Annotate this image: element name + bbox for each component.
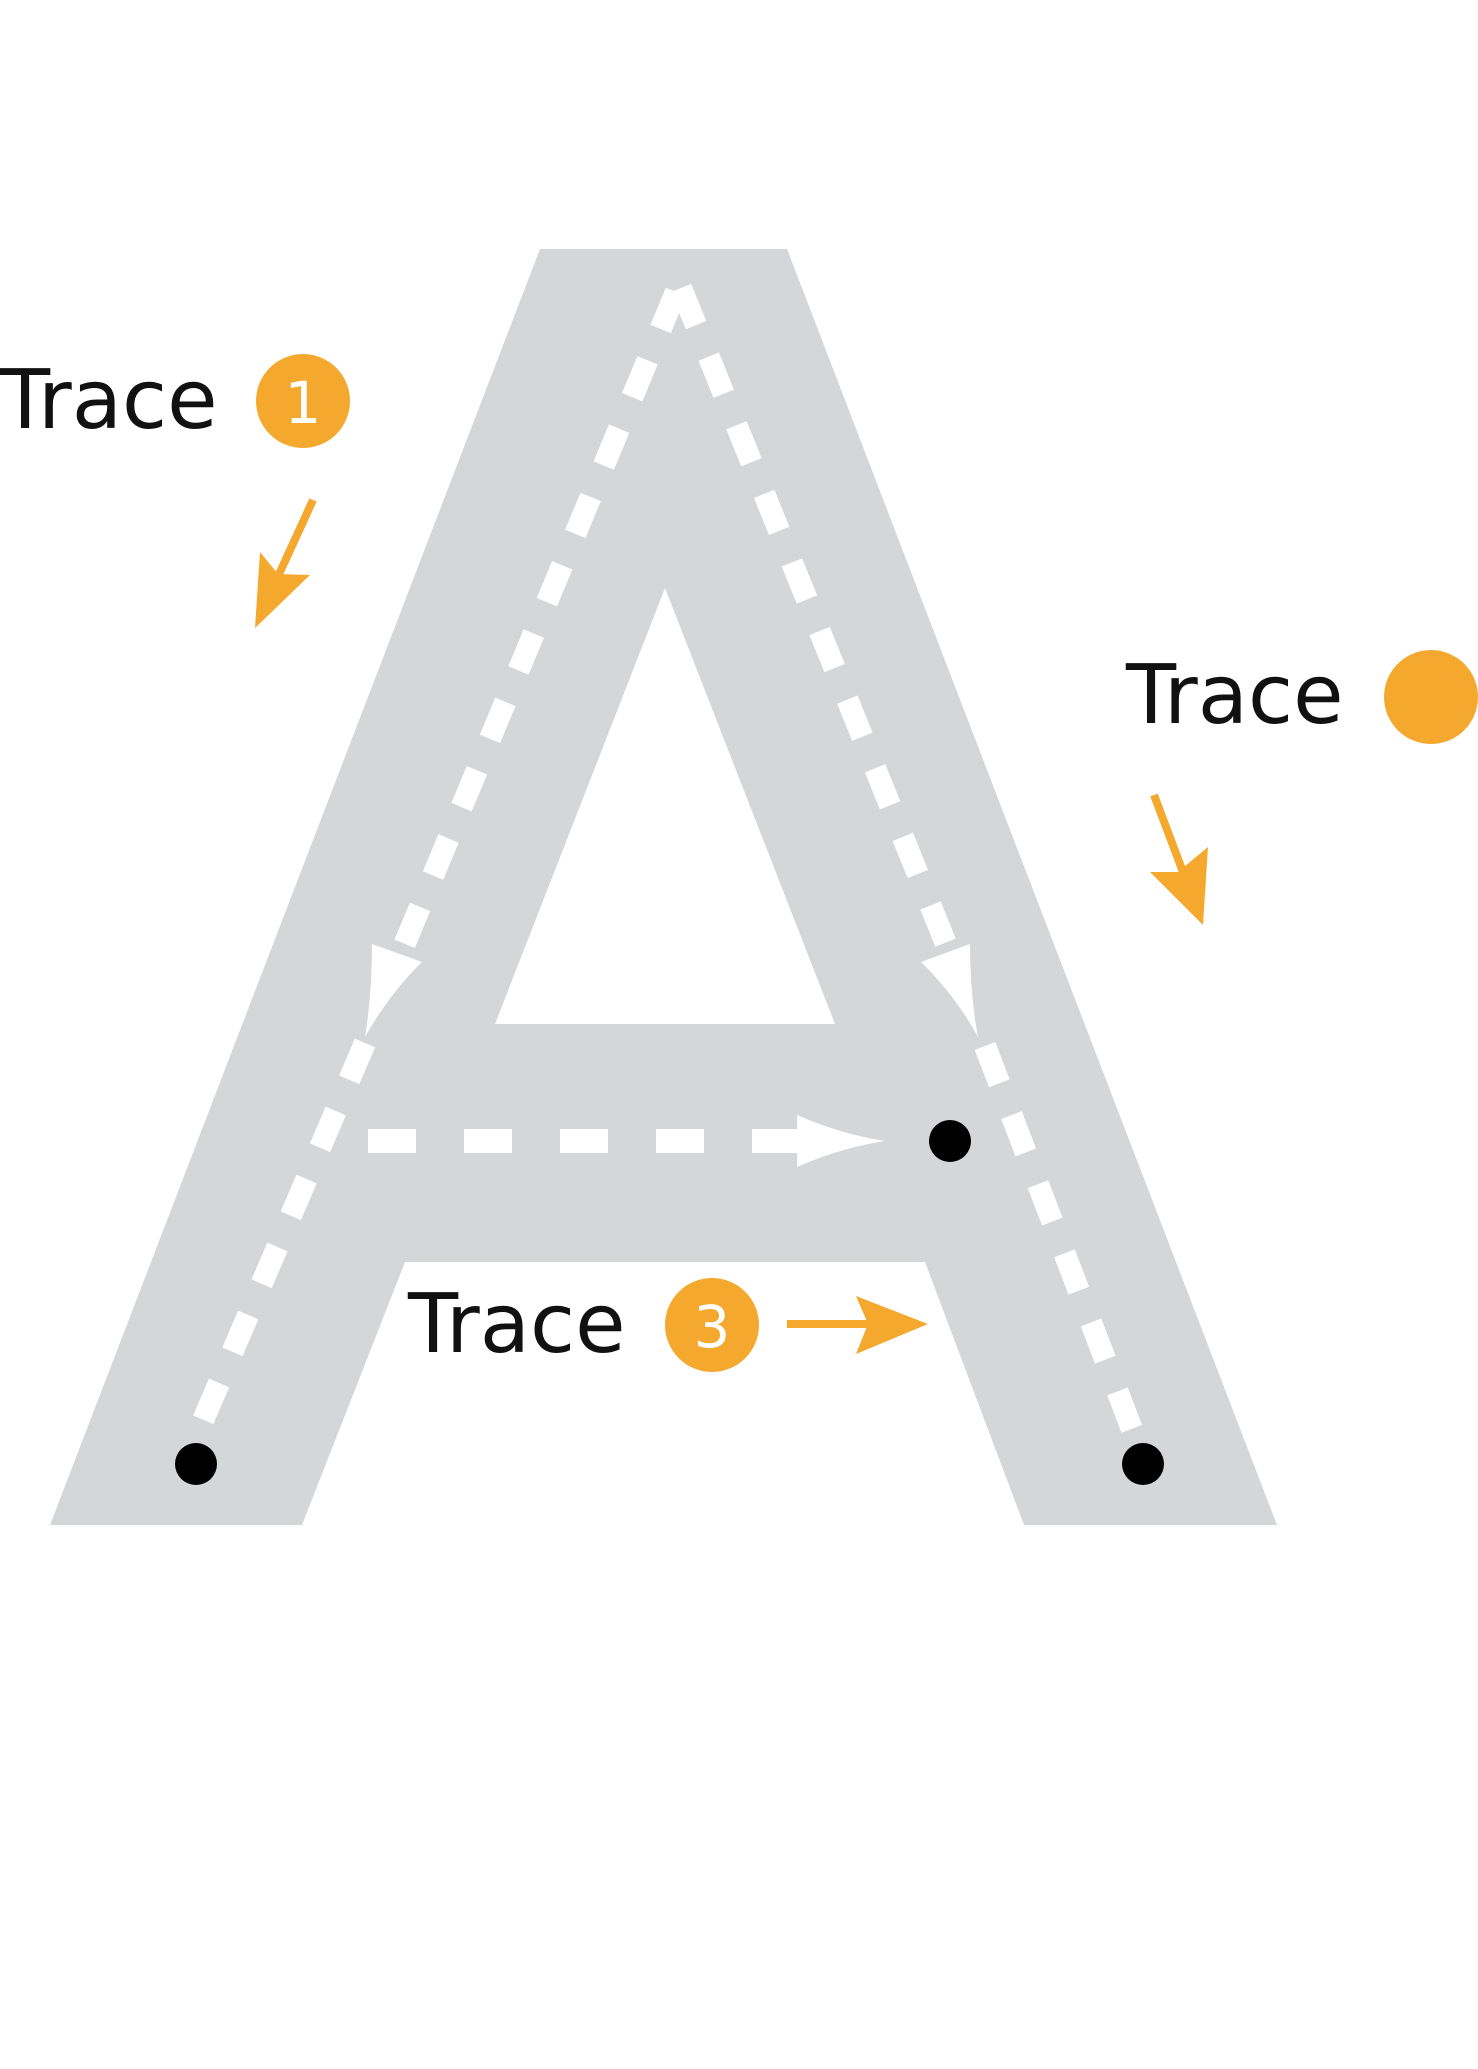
stroke-1-guide-dash — [384, 287, 687, 972]
step-badge-1 — [256, 354, 350, 448]
step-badge-1-number: 1 — [285, 369, 322, 437]
trace-label-3: Trace — [407, 1277, 626, 1372]
trace-label-1: Trace — [0, 353, 218, 448]
trace-label-2: Trace — [1125, 648, 1344, 743]
down-left-arrow-icon — [255, 498, 317, 628]
step-badge-2 — [1384, 650, 1478, 744]
stroke-2-start-dot — [1122, 1443, 1164, 1485]
stroke-3-arrowhead-icon — [797, 1115, 885, 1167]
stroke-3-start-dot — [929, 1120, 971, 1162]
step-badge-3-number: 3 — [694, 1293, 731, 1361]
step-badge-3 — [665, 1278, 759, 1372]
stroke-1-start-dot — [175, 1443, 217, 1485]
stroke-2-guide-dash — [670, 283, 966, 971]
stroke-1-arrowhead-icon — [365, 944, 422, 1037]
right-arrow-icon — [787, 1296, 928, 1354]
letter-a-shape — [50, 249, 1277, 1525]
down-right-arrow-icon — [1150, 793, 1208, 925]
stroke-2-arrowhead-icon — [921, 944, 978, 1037]
